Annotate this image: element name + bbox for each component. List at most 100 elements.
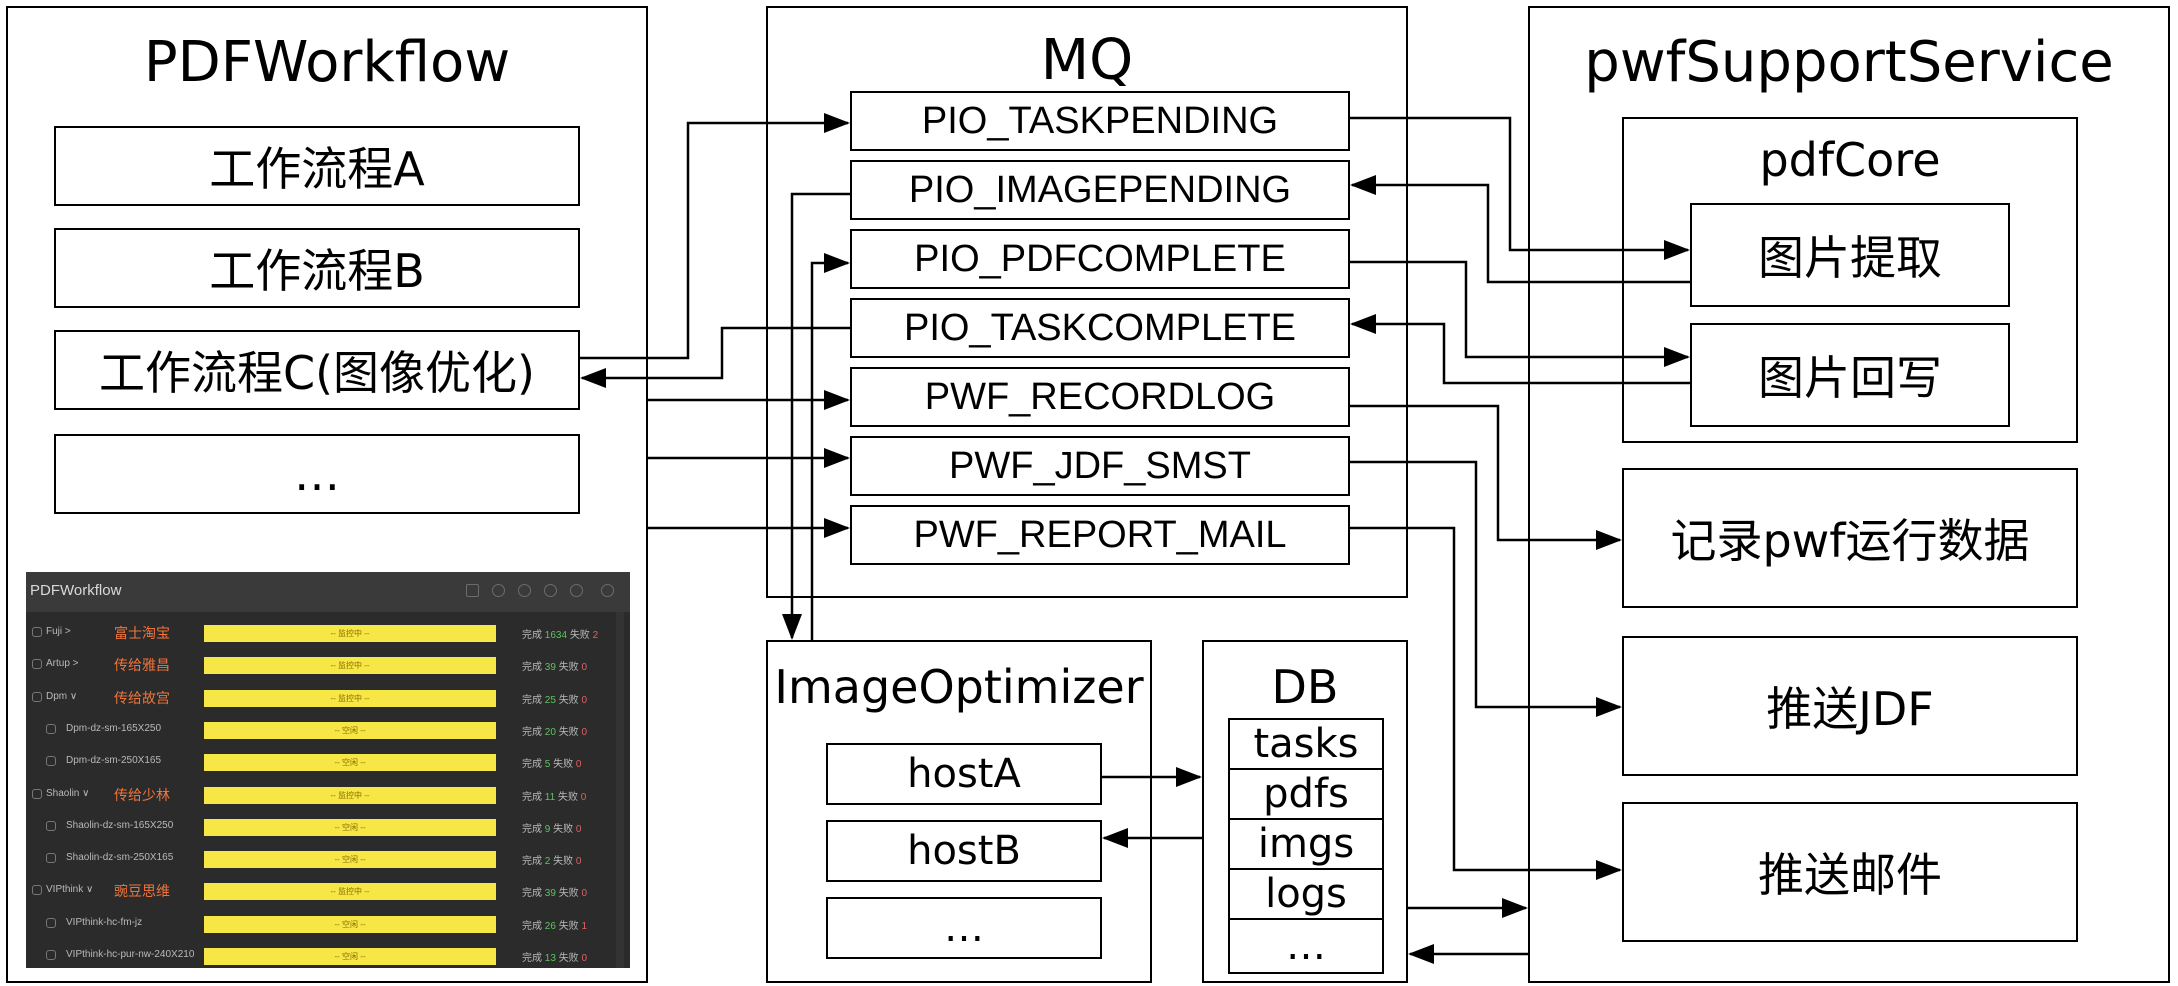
stat-fail: 0: [581, 662, 588, 674]
workflow-target: 传给雅昌: [114, 657, 170, 674]
stat-done-label: 完成: [522, 888, 542, 900]
screenshot-row[interactable]: Dpm-dz-sm-250X165-- 空闲 --完成 5 失败 0: [26, 745, 630, 777]
stat-done: 39: [544, 662, 556, 674]
stat-fail-label: 失败: [558, 662, 579, 674]
queue-pio-pdfcomplete: PIO_PDFCOMPLETE: [850, 229, 1350, 289]
stat-done: 1634: [544, 630, 568, 641]
stat-fail-label: 失败: [558, 920, 579, 932]
screenshot-scrollbar: [616, 612, 624, 968]
stat-done: 13: [544, 953, 556, 964]
status-bar: -- 监控中 --: [204, 625, 496, 642]
image-extract: 图片提取: [1690, 203, 2010, 307]
arrow-taskpending-extract: [1350, 116, 1690, 260]
stat-done-label: 完成: [522, 726, 542, 738]
pwfsupportservice-title: pwfSupportService: [1584, 30, 2114, 95]
workflow-stats: 完成 2 失败 0: [522, 852, 581, 867]
workflow-stats: 完成 39 失败 0: [522, 884, 587, 899]
screenshot-row[interactable]: Dpm ∨ 传给故宫 -- 监控中 -- 完成 25 失败 0: [26, 681, 630, 713]
workflow-stats: 完成 5 失败 0: [522, 755, 581, 770]
stat-fail-label: 失败: [558, 726, 579, 738]
screenshot-row[interactable]: VIPthink ∨豌豆思维-- 监控中 --完成 39 失败 0: [26, 874, 630, 906]
workflow-name: Shaolin-dz-sm-250X165: [66, 852, 174, 864]
stat-done-label: 完成: [522, 856, 542, 868]
stat-fail: 0: [581, 726, 588, 738]
stat-done-label: 完成: [522, 791, 542, 803]
file-icon: [46, 950, 56, 960]
status-bar: -- 空闲 --: [204, 851, 496, 869]
stat-done-label: 完成: [522, 759, 542, 771]
screenshot-row[interactable]: VIPthink-hc-fm-jz-- 空闲 --完成 26 失败 1: [26, 907, 630, 939]
imageoptimizer-title: ImageOptimizer: [774, 660, 1144, 714]
workflow-name: VIPthink ∨: [46, 884, 94, 896]
arrow-writeback-taskcomplete: [1350, 314, 1690, 385]
folder-icon: [32, 659, 42, 670]
stat-done: 11: [544, 791, 556, 803]
db-table-tasks: tasks: [1228, 718, 1384, 770]
stat-fail-label: 失败: [558, 953, 579, 964]
stat-fail-label: 失败: [569, 630, 590, 641]
folder-icon: [32, 691, 42, 702]
push-mail: 推送邮件: [1622, 802, 2078, 942]
stat-done-label: 完成: [522, 694, 542, 706]
stat-fail-label: 失败: [553, 759, 574, 771]
workflow-stats: 完成 25 失败 0: [522, 691, 587, 706]
stat-done-label: 完成: [522, 630, 542, 641]
folder-icon: [466, 584, 479, 597]
workflow-stats: 完成 11 失败 0: [522, 788, 586, 803]
screenshot-row[interactable]: Fuji > 富士淘宝 -- 监控中 -- 完成 1634 失败 2: [26, 616, 630, 648]
stat-done-label: 完成: [522, 662, 542, 674]
screenshot-row[interactable]: VIPthink-hc-pur-nw-240X210-- 空闲 --完成 13 …: [26, 939, 630, 968]
workflow-name: Dpm ∨: [46, 690, 78, 702]
arrow-extract-imagepending: [1350, 175, 1690, 284]
file-icon: [46, 853, 56, 864]
screenshot-row[interactable]: Artup >传给雅昌-- 监控中 --完成 39 失败 0: [26, 648, 630, 680]
workflow-a[interactable]: 工作流程A: [54, 126, 580, 206]
workflow-stats: 完成 13 失败 0: [522, 949, 587, 964]
arrow-reportmail-pushmail: [1350, 526, 1622, 880]
status-bar: -- 空闲 --: [204, 721, 496, 739]
host-a: hostA: [826, 743, 1102, 805]
status-bar: -- 监控中 --: [204, 689, 496, 707]
stat-done: 39: [544, 888, 556, 900]
screenshot-titlebar: PDFWorkflow: [26, 572, 630, 612]
stat-done: 25: [544, 694, 556, 706]
stat-done: 9: [544, 823, 551, 835]
screenshot-row[interactable]: Shaolin ∨传给少林-- 监控中 --完成 11 失败 0: [26, 778, 630, 810]
file-icon: [46, 820, 56, 831]
file-icon: [46, 723, 56, 734]
pdfworkflow-title: PDFWorkflow: [143, 30, 511, 95]
stat-fail: 1: [581, 920, 588, 932]
workflow-target: 富士淘宝: [114, 625, 170, 641]
workflow-name: Dpm-dz-sm-250X165: [66, 755, 162, 767]
settings-icon: [544, 584, 557, 597]
stat-done-label: 完成: [522, 953, 542, 964]
queue-pwf-recordlog: PWF_RECORDLOG: [850, 367, 1350, 427]
stat-fail: 2: [592, 630, 599, 641]
db-title: DB: [1271, 660, 1339, 714]
screenshot-row[interactable]: Shaolin-dz-sm-165X250-- 空闲 --完成 9 失败 0: [26, 810, 630, 842]
workflow-b[interactable]: 工作流程B: [54, 228, 580, 308]
workflow-name: Fuji >: [46, 626, 71, 637]
arrow-pdfcomplete-writeback: [1350, 260, 1690, 367]
queue-pio-imagepending: PIO_IMAGEPENDING: [850, 160, 1350, 220]
folder-icon: [32, 788, 42, 799]
host-b: hostB: [826, 820, 1102, 882]
workflow-target: 传给故宫: [114, 689, 170, 706]
workflow-name: Dpm-dz-sm-165X250: [66, 722, 162, 734]
stat-fail: 0: [581, 888, 588, 900]
stat-done-label: 完成: [522, 920, 542, 932]
stat-fail-label: 失败: [557, 791, 578, 803]
workflow-c[interactable]: 工作流程C(图像优化): [54, 330, 580, 410]
arrow-taskcomplete-workflowc: [580, 326, 850, 388]
screenshot-row[interactable]: Dpm-dz-sm-165X250-- 空闲 --完成 20 失败 0: [26, 713, 630, 745]
stat-done: 26: [544, 920, 556, 932]
status-bar: -- 空闲 --: [204, 948, 496, 965]
workflow-stats: 完成 39 失败 0: [522, 658, 587, 673]
workflow-name: Artup >: [46, 658, 79, 670]
arrow-optimizer-pdfcomplete: [810, 253, 850, 640]
workflow-stats: 完成 26 失败 1: [522, 917, 587, 932]
screenshot-row[interactable]: Shaolin-dz-sm-250X165 -- 空闲 -- 完成 2 失败 0: [26, 842, 630, 874]
workflow-name: Shaolin ∨: [46, 787, 90, 799]
folder-icon: [32, 885, 42, 896]
